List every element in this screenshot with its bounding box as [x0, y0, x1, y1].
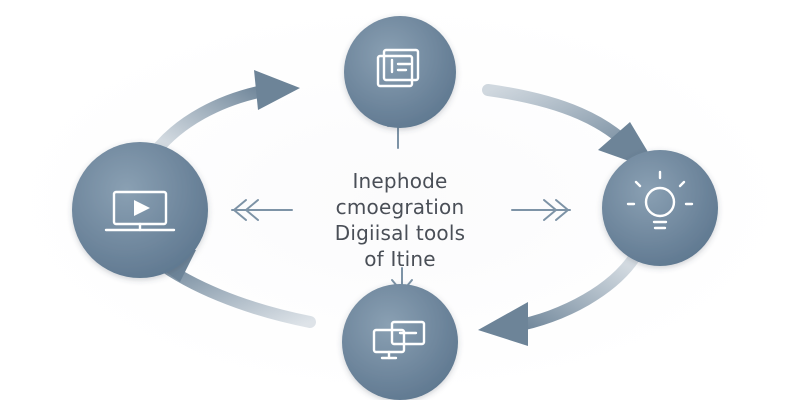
thin-arrow-left — [231, 199, 293, 221]
center-line-2: cmoegration — [335, 195, 465, 219]
arrow-right-to-bottom — [478, 242, 646, 346]
center-line-4: of Itine — [364, 247, 436, 271]
document-icon — [376, 48, 420, 88]
lightbulb-gear-icon — [626, 170, 694, 230]
center-line-3: Digiisal tools — [334, 221, 466, 245]
center-label: Inephode cmoegration Digiisal tools of I… — [290, 168, 510, 272]
arrow-left-to-top — [142, 70, 300, 168]
thin-arrow-right — [511, 199, 571, 221]
node-left — [72, 142, 208, 278]
center-line-1: Inephode — [352, 169, 448, 193]
node-top — [344, 16, 456, 128]
node-right — [602, 150, 718, 266]
monitor-chat-icon — [372, 320, 426, 360]
node-bottom — [342, 284, 458, 400]
video-monitor-icon — [104, 190, 176, 232]
